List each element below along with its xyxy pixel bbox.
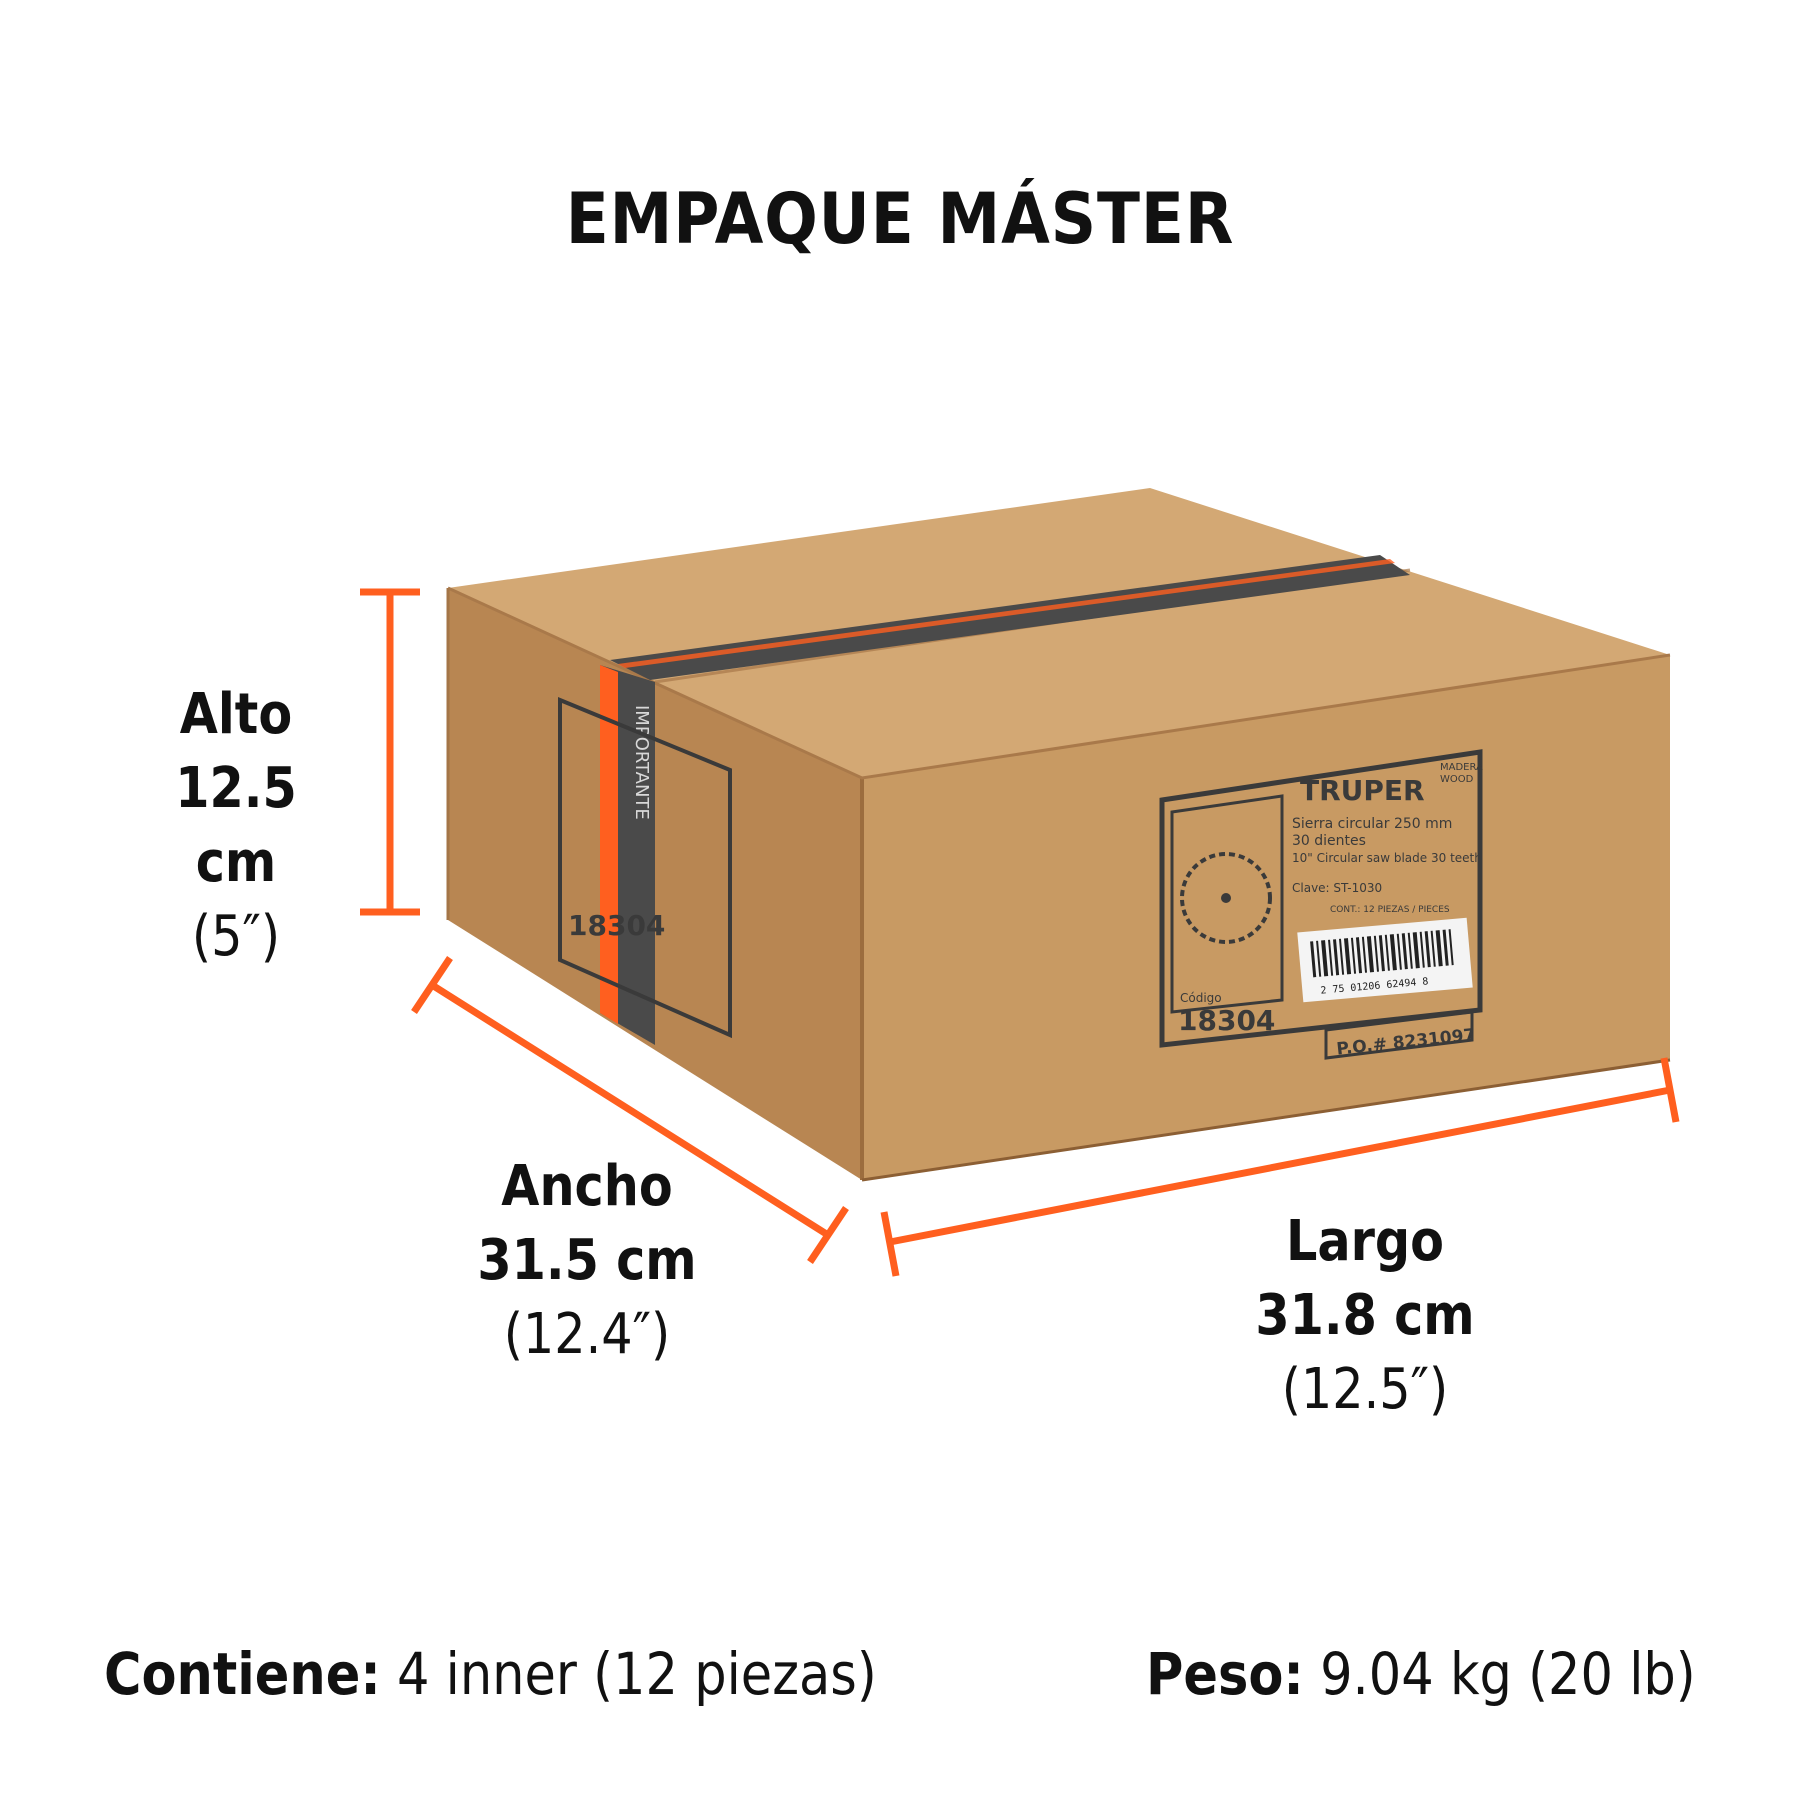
length-imperial: (12.5″) — [1281, 1357, 1449, 1422]
contents-label: Contiene: — [104, 1640, 381, 1708]
height-dimension-line — [360, 588, 420, 916]
length-dimension-line — [880, 1057, 1680, 1277]
width-dimension: Ancho 31.5 cm (12.4″) — [477, 1150, 697, 1372]
height-label: Alto — [179, 682, 293, 747]
svg-text:Código: Código — [1180, 991, 1222, 1005]
brand-logo: TRUPER — [1300, 774, 1425, 807]
label-desc-3: 10" Circular saw blade 30 teeth — [1292, 851, 1482, 865]
side-label — [558, 697, 732, 1039]
height-metric: 12.5 cm — [175, 756, 297, 895]
width-metric: 31.5 cm — [477, 1228, 697, 1293]
front-label — [1159, 749, 1483, 1048]
contents-info: Contiene: 4 inner (12 piezas) — [104, 1640, 877, 1708]
barcode — [1310, 929, 1454, 978]
contents-value: 4 inner (12 piezas) — [396, 1640, 877, 1708]
length-metric: 31.8 cm — [1255, 1283, 1475, 1348]
saw-blade-icon — [1180, 852, 1272, 944]
label-clave: Clave: ST-1030 — [1292, 881, 1382, 895]
weight-value: 9.04 kg (20 lb) — [1320, 1640, 1696, 1708]
label-contents: CONT.: 12 PIEZAS / PIECES — [1330, 905, 1450, 915]
label-desc-1: Sierra circular 250 mm — [1292, 816, 1452, 832]
length-label: Largo — [1285, 1209, 1445, 1274]
label-desc-2: 30 dientes — [1292, 833, 1366, 849]
page-title: EMPAQUE MÁSTER — [565, 178, 1235, 260]
height-imperial: (5″) — [191, 904, 281, 969]
width-imperial: (12.4″) — [503, 1302, 671, 1367]
weight-label: Peso: — [1146, 1640, 1305, 1708]
length-dimension: Largo 31.8 cm (12.5″) — [1255, 1205, 1475, 1427]
width-label: Ancho — [501, 1154, 673, 1219]
tape-text: IMPORTANTE — [631, 705, 652, 820]
svg-text:MADERA: MADERA — [1440, 762, 1483, 773]
svg-text:WOOD: WOOD — [1440, 774, 1474, 785]
weight-info: Peso: 9.04 kg (20 lb) — [1146, 1640, 1696, 1708]
barcode-sticker — [1297, 917, 1473, 1003]
height-dimension: Alto 12.5 cm (5″) — [132, 678, 340, 974]
side-label-code: 18304 — [568, 909, 665, 942]
box-front-face — [862, 655, 1670, 1180]
width-dimension-line — [411, 956, 849, 1264]
label-code: 18304 — [1178, 1004, 1275, 1037]
